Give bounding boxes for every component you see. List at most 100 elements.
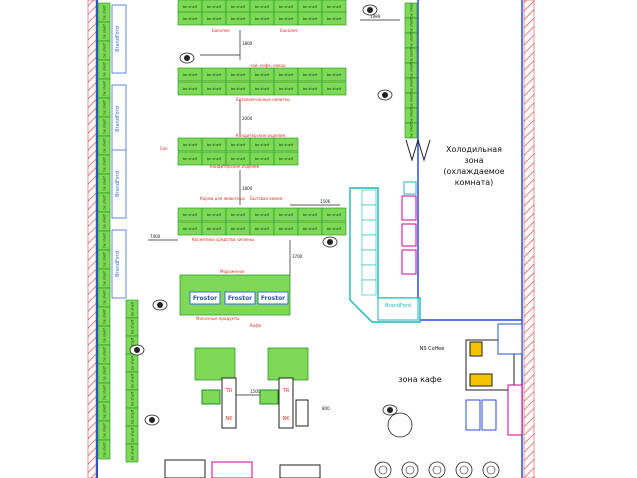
shelf-unit-label: be shelf (410, 63, 414, 78)
shelf-unit-label: be shelf (103, 43, 107, 58)
shelf-unit-label: be shelf (231, 17, 246, 21)
category-labels: Бакалея Бакалея чай, кофе, какао Безалко… (160, 28, 298, 328)
right-wall-shelf-3: be shelf (404, 48, 418, 64)
left-wall-shelf-11: be shelf (97, 211, 111, 232)
ns-coffee-label: NS Coffee (420, 346, 445, 352)
shelf-unit-label: be shelf (103, 385, 107, 400)
left-wall-shelf-4: be shelf (97, 78, 111, 99)
freezer-brand-1: Frostor (193, 295, 217, 302)
shelf-unit-label: be shelf (103, 119, 107, 134)
shelf-unit-label: be shelf (103, 62, 107, 77)
shelf-unit-label: be shelf (131, 337, 135, 352)
shelf-unit-label: be shelf (255, 87, 270, 91)
left-wall-shelf-5: be shelf (97, 97, 111, 118)
shelf-unit-label: be shelf (255, 17, 270, 21)
cold-room-label-2: зона (464, 156, 483, 165)
gondola-shelf-6-2: be shelf (225, 207, 251, 222)
dim-5: 2000 (242, 116, 253, 121)
left-brand-label: BrandFord (115, 251, 121, 277)
left-brand-unit-3: BrandFord (111, 229, 127, 299)
shelf-unit-label: be shelf (103, 233, 107, 248)
shelf-unit-label: be shelf (279, 157, 294, 161)
gondola-shelf-7-5: be shelf (297, 221, 323, 236)
shelf-unit-label: be shelf (327, 213, 342, 217)
left-wall-shelf-23: be shelf (97, 439, 111, 460)
right-wall-shelf-1: be shelf (404, 18, 418, 34)
gondola-shelf-0-0: be shelf (177, 0, 203, 14)
shelf-unit-label: be shelf (255, 213, 270, 217)
counter-brand-box (377, 297, 419, 321)
dim-2: 1506 (320, 199, 331, 204)
shelf-unit-label: be shelf (303, 227, 318, 231)
shelf-unit-label: be shelf (131, 445, 135, 460)
right-wall-shelf-8: be shelf (404, 123, 418, 139)
counter-unit-5 (361, 264, 377, 281)
left-wall-shelf-3: be shelf (97, 59, 111, 80)
shelf-unit-label: be shelf (207, 87, 222, 91)
gondola-shelf-1-2: be shelf (225, 11, 251, 26)
gondola-shelf-2-2: be shelf (225, 67, 251, 82)
gondola-shelf-4-4: be shelf (273, 137, 299, 152)
left-wall-shelf-14: be shelf (97, 268, 111, 289)
shelf-unit-label: be shelf (410, 123, 414, 138)
shelf-unit-label: be shelf (231, 213, 246, 217)
cat-label-f: Кондитерские изделия (210, 164, 260, 169)
shelf-unit-label: be shelf (103, 404, 107, 419)
cafe-table-2 (428, 461, 446, 478)
shelf-unit-label: be shelf (103, 81, 107, 96)
shelf-unit-label: be shelf (103, 290, 107, 305)
gondola-shelf-2-0: be shelf (177, 67, 203, 82)
cat-label-h: Бытовая химия (250, 196, 283, 201)
gondola-shelf-6-0: be shelf (177, 207, 203, 222)
shelf-unit-label: be shelf (279, 143, 294, 147)
gondola-shelf-1-0: be shelf (177, 11, 203, 26)
shelf-unit-label: be shelf (183, 5, 198, 9)
shelf-unit-label: be shelf (255, 157, 270, 161)
shelf-unit-label: be shelf (279, 87, 294, 91)
shelf-unit-label: be shelf (183, 17, 198, 21)
left-wall-shelf-15: be shelf (97, 287, 111, 308)
gondola-shelf-1-3: be shelf (249, 11, 275, 26)
shelf-unit-label: be shelf (255, 5, 270, 9)
gondola-shelf-3-0: be shelf (177, 81, 203, 96)
shelf-unit-label: be shelf (303, 213, 318, 217)
shopper-figure-5 (129, 344, 145, 356)
shelf-unit-label: be shelf (103, 309, 107, 324)
shelf-unit-label: be shelf (303, 87, 318, 91)
shelf-unit-label: be shelf (410, 18, 414, 33)
left-wall-shelf-8: be shelf (97, 154, 111, 175)
dimension-labels: 1989 1506 7400 1800 2000 1800 1700 1500 … (150, 14, 381, 411)
shelf-unit-label: be shelf (103, 423, 107, 438)
shelf-unit-label: be shelf (327, 227, 342, 231)
shelf-unit-label: be shelf (410, 48, 414, 63)
cat-label-m: Сок (160, 146, 168, 151)
gondola-shelf-7-0: be shelf (177, 221, 203, 236)
shelf-unit-label: be shelf (103, 442, 107, 457)
left-brand-label: BrandFord (115, 171, 121, 197)
shelf-unit-label: be shelf (103, 24, 107, 39)
left-wall-shelf-17: be shelf (97, 325, 111, 346)
shelf-unit-label: be shelf (410, 3, 414, 18)
shelf-unit-label: be shelf (255, 143, 270, 147)
wall-left (87, 0, 97, 478)
gondola-shelf-1-4: be shelf (273, 11, 299, 26)
shelf-unit-label: be shelf (279, 73, 294, 77)
left-wall-shelf-21: be shelf (97, 401, 111, 422)
shelf-unit-label: be shelf (255, 73, 270, 77)
shelf-unit-label: be shelf (231, 157, 246, 161)
gondola-shelf-2-3: be shelf (249, 67, 275, 82)
cat-label-b: Бакалея (280, 28, 298, 33)
cafe-zone: зона кафе NS Coffee (374, 323, 523, 478)
shelf-unit-label: be shelf (103, 195, 107, 210)
shelf-unit-label: be shelf (279, 213, 294, 217)
gondola-shelf-3-4: be shelf (273, 81, 299, 96)
checkout-area: TR TR NK NK (164, 347, 321, 478)
shelf-unit-label: be shelf (303, 5, 318, 9)
shelf-unit-label: be shelf (231, 143, 246, 147)
shelf-unit-label: be shelf (103, 214, 107, 229)
left-brand-unit-2: BrandFord (111, 149, 127, 219)
freezer-brand-3: Frostor (261, 295, 285, 302)
dim-6: 1800 (242, 186, 253, 191)
